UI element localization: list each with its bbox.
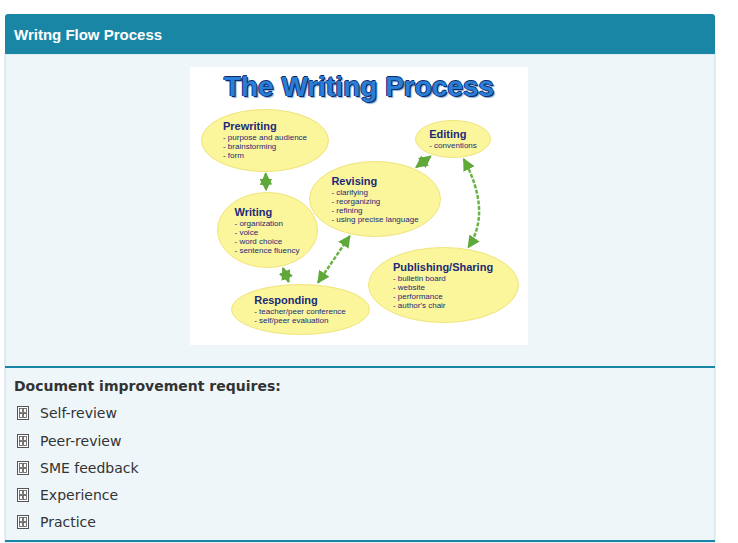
checkbox-icon	[18, 407, 29, 420]
stage-item: - word choice	[235, 237, 300, 246]
stage-heading: Editing	[429, 128, 477, 141]
ellipse-shape	[368, 248, 518, 323]
stage-item: - bulletin board	[393, 274, 493, 283]
glyph-mark	[20, 469, 23, 473]
process-ellipse: Responding- teacher/peer conference- sel…	[231, 284, 370, 335]
panel-header	[5, 14, 715, 54]
stage-heading: Responding	[254, 294, 346, 307]
stage-item: - voice	[235, 228, 300, 237]
checkbox-icon	[18, 516, 29, 529]
checkbox-icon	[18, 462, 29, 475]
list-item: Practice	[40, 513, 96, 531]
ellipse-content: Publishing/Sharing- bulletin board- webs…	[393, 261, 493, 310]
glyph-mark	[24, 491, 27, 495]
connector-arrow	[264, 173, 267, 190]
checkbox-icon	[18, 516, 29, 529]
list-item: SME feedback	[40, 459, 139, 477]
list-heading: Document improvement requires:	[14, 377, 281, 395]
glyph-mark	[20, 409, 23, 413]
stage-item: - performance	[393, 292, 493, 301]
process-ellipse: Writing- organization- voice- word choic…	[217, 192, 318, 268]
checkbox-icon	[18, 435, 29, 448]
ellipse-shape	[416, 121, 491, 158]
connector-arrow	[464, 159, 479, 247]
ellipse-shape	[310, 162, 441, 237]
panel-title: Writng Flow Process	[14, 26, 162, 43]
illustration-title: The Writing Process	[224, 71, 494, 103]
checkbox-icon	[18, 489, 29, 502]
process-ellipse: Revising- clarifying- reorganizing- refi…	[309, 161, 441, 237]
glyph-mark	[24, 437, 27, 441]
list-item: Self-review	[40, 404, 117, 422]
glyph-mark	[24, 442, 27, 446]
connector-arrow	[318, 236, 350, 283]
stage-item: - organization	[235, 219, 300, 228]
stage-item: - reorganizing	[331, 197, 418, 206]
glyph-mark	[24, 414, 27, 418]
panel-body	[5, 54, 715, 542]
list-item: Experience	[40, 486, 118, 504]
separator-line	[5, 366, 715, 368]
ellipse-outline	[368, 247, 519, 323]
stage-item: - clarifying	[331, 188, 418, 197]
glyph-mark	[24, 496, 27, 500]
ellipse-content: Editing- conventions	[429, 128, 477, 150]
illustration-ground	[190, 67, 528, 345]
glyph-mark	[24, 518, 27, 522]
stage-item: - using precise language	[331, 215, 418, 224]
glyph-mark	[20, 414, 23, 418]
stage-heading: Writing	[235, 206, 300, 219]
stage-item: - self/peer evaluation	[254, 316, 346, 325]
process-ellipse: Prewriting- purpose and audience- brains…	[201, 109, 329, 172]
connector-arrow	[283, 268, 289, 282]
stage-item: - website	[393, 283, 493, 292]
stage-item: - form	[223, 151, 307, 160]
stage-item: - brainstorming	[223, 142, 307, 151]
glyph-mark	[20, 491, 23, 495]
bottom-border	[5, 540, 715, 542]
glyph-mark	[24, 409, 27, 413]
checkbox-icon	[18, 489, 29, 502]
ellipse-shape	[217, 193, 317, 268]
ellipse-content: Writing- organization- voice- word choic…	[235, 206, 300, 255]
ellipse-shape	[231, 284, 369, 334]
checkbox-icon	[18, 407, 29, 420]
process-ellipse: Editing- conventions	[415, 120, 491, 158]
stage-heading: Prewriting	[223, 120, 307, 133]
glyph-mark	[20, 464, 23, 468]
glyph-mark	[24, 464, 27, 468]
glyph-mark	[24, 523, 27, 527]
glyph-mark	[24, 469, 27, 473]
glyph-mark	[20, 523, 23, 527]
stage-item: - author's chair	[393, 301, 493, 310]
glyph-mark	[20, 442, 23, 446]
stage-item: - conventions	[429, 141, 477, 150]
glyph-mark	[20, 518, 23, 522]
stage-heading: Publishing/Sharing	[393, 261, 493, 274]
glyph-mark	[20, 496, 23, 500]
list-item: Peer-review	[40, 432, 121, 450]
ellipse-content: Revising- clarifying- reorganizing- refi…	[331, 175, 418, 224]
checkbox-icon	[18, 435, 29, 448]
ellipse-content: Responding- teacher/peer conference- sel…	[254, 294, 346, 325]
glyph-mark	[20, 437, 23, 441]
ellipse-content: Prewriting- purpose and audience- brains…	[223, 120, 307, 160]
stage-item: - purpose and audience	[223, 133, 307, 142]
stage-item: - refining	[331, 206, 418, 215]
checkbox-icon	[18, 462, 29, 475]
stage-item: - sentence fluency	[235, 246, 300, 255]
connector-arrow	[416, 156, 431, 167]
process-ellipse: Publishing/Sharing- bulletin board- webs…	[368, 247, 519, 323]
ellipse-shape	[202, 109, 329, 171]
stage-item: - teacher/peer conference	[254, 307, 346, 316]
stage-heading: Revising	[331, 175, 418, 188]
ellipse-outline	[217, 192, 318, 268]
